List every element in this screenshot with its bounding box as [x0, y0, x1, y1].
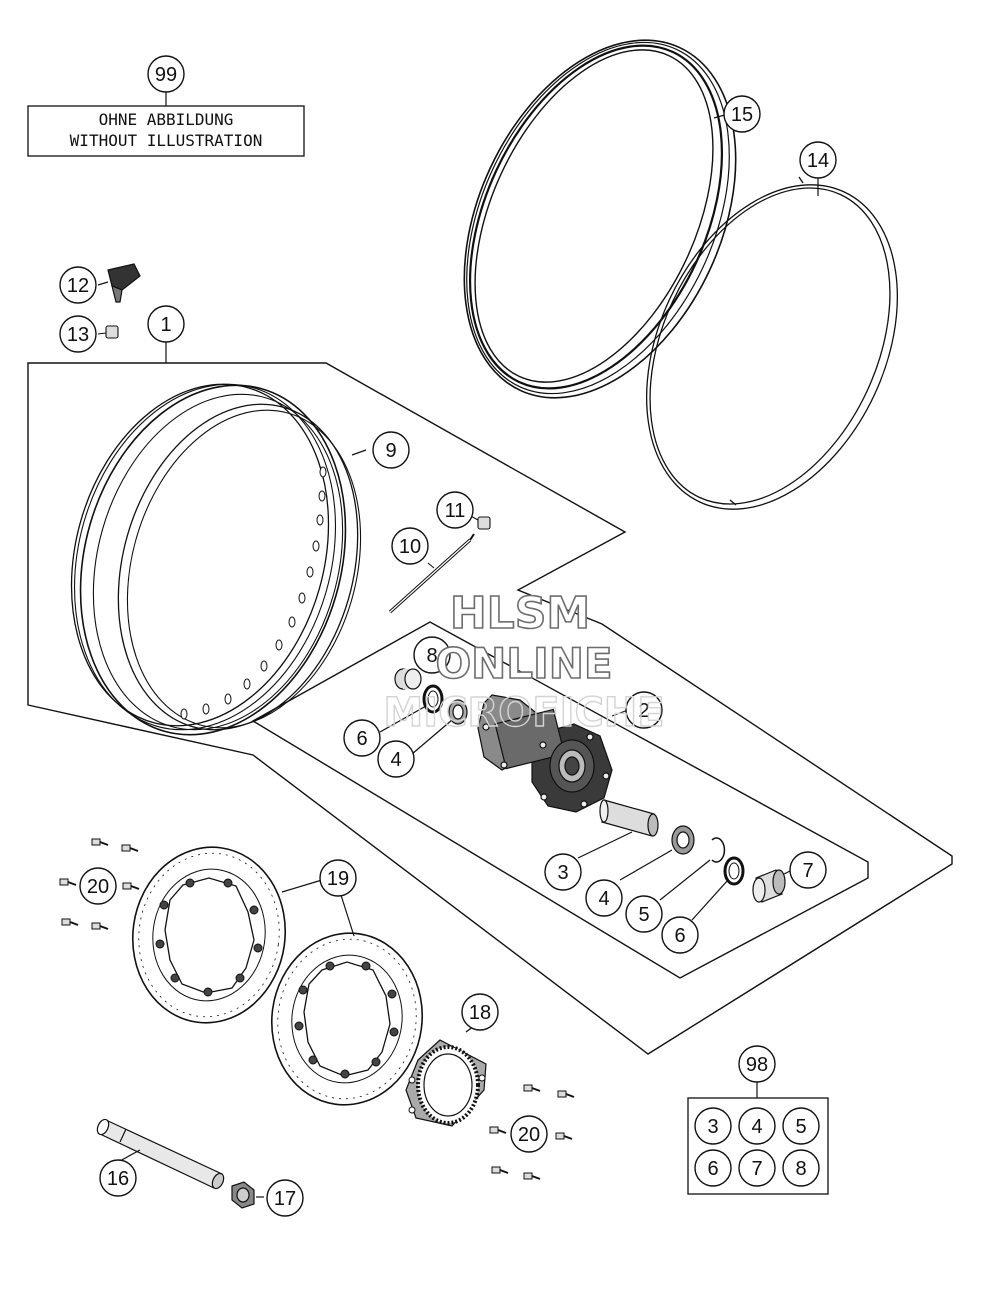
brake-disc-left — [131, 846, 287, 1024]
valve-cap-part-13 — [97, 325, 119, 339]
callout-number: 3 — [557, 862, 568, 884]
callout-5: 5 — [625, 895, 663, 933]
kit-item: 5 — [782, 1107, 820, 1145]
spoke-part-10 — [388, 533, 475, 614]
callout-98: 98 — [738, 1045, 776, 1083]
callout-4a: 4 — [377, 740, 415, 778]
callout-number: 2 — [638, 700, 649, 722]
watermark-line-1: HLSM — [450, 588, 590, 639]
callout-number: 6 — [356, 728, 367, 750]
callout-number: 14 — [807, 150, 829, 172]
callout-18: 18 — [461, 993, 499, 1031]
callout-13: 13 — [59, 315, 97, 353]
callout-12: 12 — [59, 266, 97, 304]
hub-part-2 — [477, 694, 613, 813]
callout-11: 11 — [436, 491, 474, 529]
callout-number: 16 — [107, 1168, 129, 1190]
valve-part-12 — [97, 263, 141, 303]
callout-number: 6 — [674, 925, 685, 947]
spacer-part-8 — [394, 668, 422, 690]
callout-number: 19 — [327, 868, 349, 890]
callout-number: 12 — [67, 275, 89, 297]
kit-item-number: 3 — [707, 1116, 718, 1138]
callout-19: 19 — [319, 859, 357, 897]
callout-number: 5 — [638, 904, 649, 926]
kit-box-98: 3 4 5 6 7 8 — [687, 1082, 829, 1195]
axle-nut-part-17 — [231, 1181, 255, 1209]
callout-15: 15 — [723, 95, 761, 133]
kit-item: 4 — [738, 1107, 776, 1145]
callout-17: 17 — [266, 1179, 304, 1217]
callout-number: 9 — [385, 440, 396, 462]
callout-20a: 20 — [79, 867, 117, 905]
note-line-2: WITHOUT ILLUSTRATION — [70, 131, 263, 150]
callout-number: 4 — [598, 888, 609, 910]
callout-number: 15 — [731, 104, 753, 126]
brake-disc-right — [270, 932, 424, 1106]
watermark: HLSM ONLINE MICROFICHE — [383, 587, 666, 737]
callout-number: 18 — [469, 1002, 491, 1024]
kit-item-number: 8 — [795, 1158, 806, 1180]
rim-band-part-15 — [463, 39, 737, 399]
seal-part-6-right — [723, 856, 745, 886]
rim-part-9 — [70, 383, 362, 736]
abs-pulse-ring-part-18 — [405, 1039, 487, 1127]
callout-9: 9 — [372, 431, 410, 469]
disc-bolts-group-right — [489, 1084, 575, 1180]
disc-bolts-group-left — [59, 838, 140, 930]
callout-number: 11 — [445, 500, 466, 522]
note-line-1: OHNE ABBILDUNG — [99, 110, 234, 129]
callout-number: 8 — [426, 645, 437, 667]
callout-number: 20 — [518, 1124, 540, 1146]
bearing-part-4-right — [671, 825, 695, 855]
callout-8: 8 — [413, 636, 451, 674]
kit-item: 6 — [694, 1149, 732, 1187]
kit-item-number: 5 — [795, 1116, 806, 1138]
kit-item-number: 7 — [751, 1158, 762, 1180]
callout-number: 13 — [67, 324, 89, 346]
callout-1: 1 — [147, 305, 185, 343]
watermark-line-3: MICROFICHE — [383, 690, 664, 736]
watermark-line-2: ONLINE — [435, 639, 612, 688]
kit-item-number: 6 — [707, 1158, 718, 1180]
wheel-assembly-outline — [27, 362, 953, 1055]
callout-7: 7 — [789, 851, 827, 889]
callout-16: 16 — [99, 1159, 137, 1197]
callout-number: 4 — [390, 749, 401, 771]
callout-number: 7 — [802, 860, 813, 882]
seal-part-6-left — [422, 684, 444, 714]
callout-6b: 6 — [661, 916, 699, 954]
rim-spoke-holes — [180, 466, 327, 720]
callout-number: 99 — [155, 64, 177, 86]
circlip-part-5 — [711, 837, 726, 863]
band-part-14 — [646, 176, 898, 510]
callout-number: 1 — [160, 314, 171, 336]
callout-99: 99 — [147, 55, 185, 93]
kit-item-number: 4 — [751, 1116, 762, 1138]
kit-item: 3 — [694, 1107, 732, 1145]
wheel-axle-part-16 — [96, 1118, 225, 1190]
spacer-part-7 — [752, 869, 786, 903]
callout-number: 98 — [746, 1054, 768, 1076]
kit-item: 8 — [782, 1149, 820, 1187]
distance-sleeve-part-3 — [599, 799, 659, 837]
callout-10: 10 — [391, 527, 429, 565]
kit-98-items: 3 4 5 6 7 8 — [694, 1107, 820, 1187]
bearing-part-4-left — [448, 699, 468, 725]
callout-4b: 4 — [585, 879, 623, 917]
kit-item: 7 — [738, 1149, 776, 1187]
callout-number: 17 — [274, 1188, 296, 1210]
callout-6a: 6 — [343, 719, 381, 757]
note-box-without-illustration: OHNE ABBILDUNG WITHOUT ILLUSTRATION — [27, 92, 305, 157]
callout-2: 2 — [625, 691, 663, 729]
callout-number: 20 — [87, 876, 109, 898]
callout-20b: 20 — [510, 1115, 548, 1153]
callout-number: 10 — [399, 536, 421, 558]
hub-assembly-outline — [251, 621, 869, 979]
callout-14: 14 — [799, 141, 837, 179]
callout-3: 3 — [544, 853, 582, 891]
